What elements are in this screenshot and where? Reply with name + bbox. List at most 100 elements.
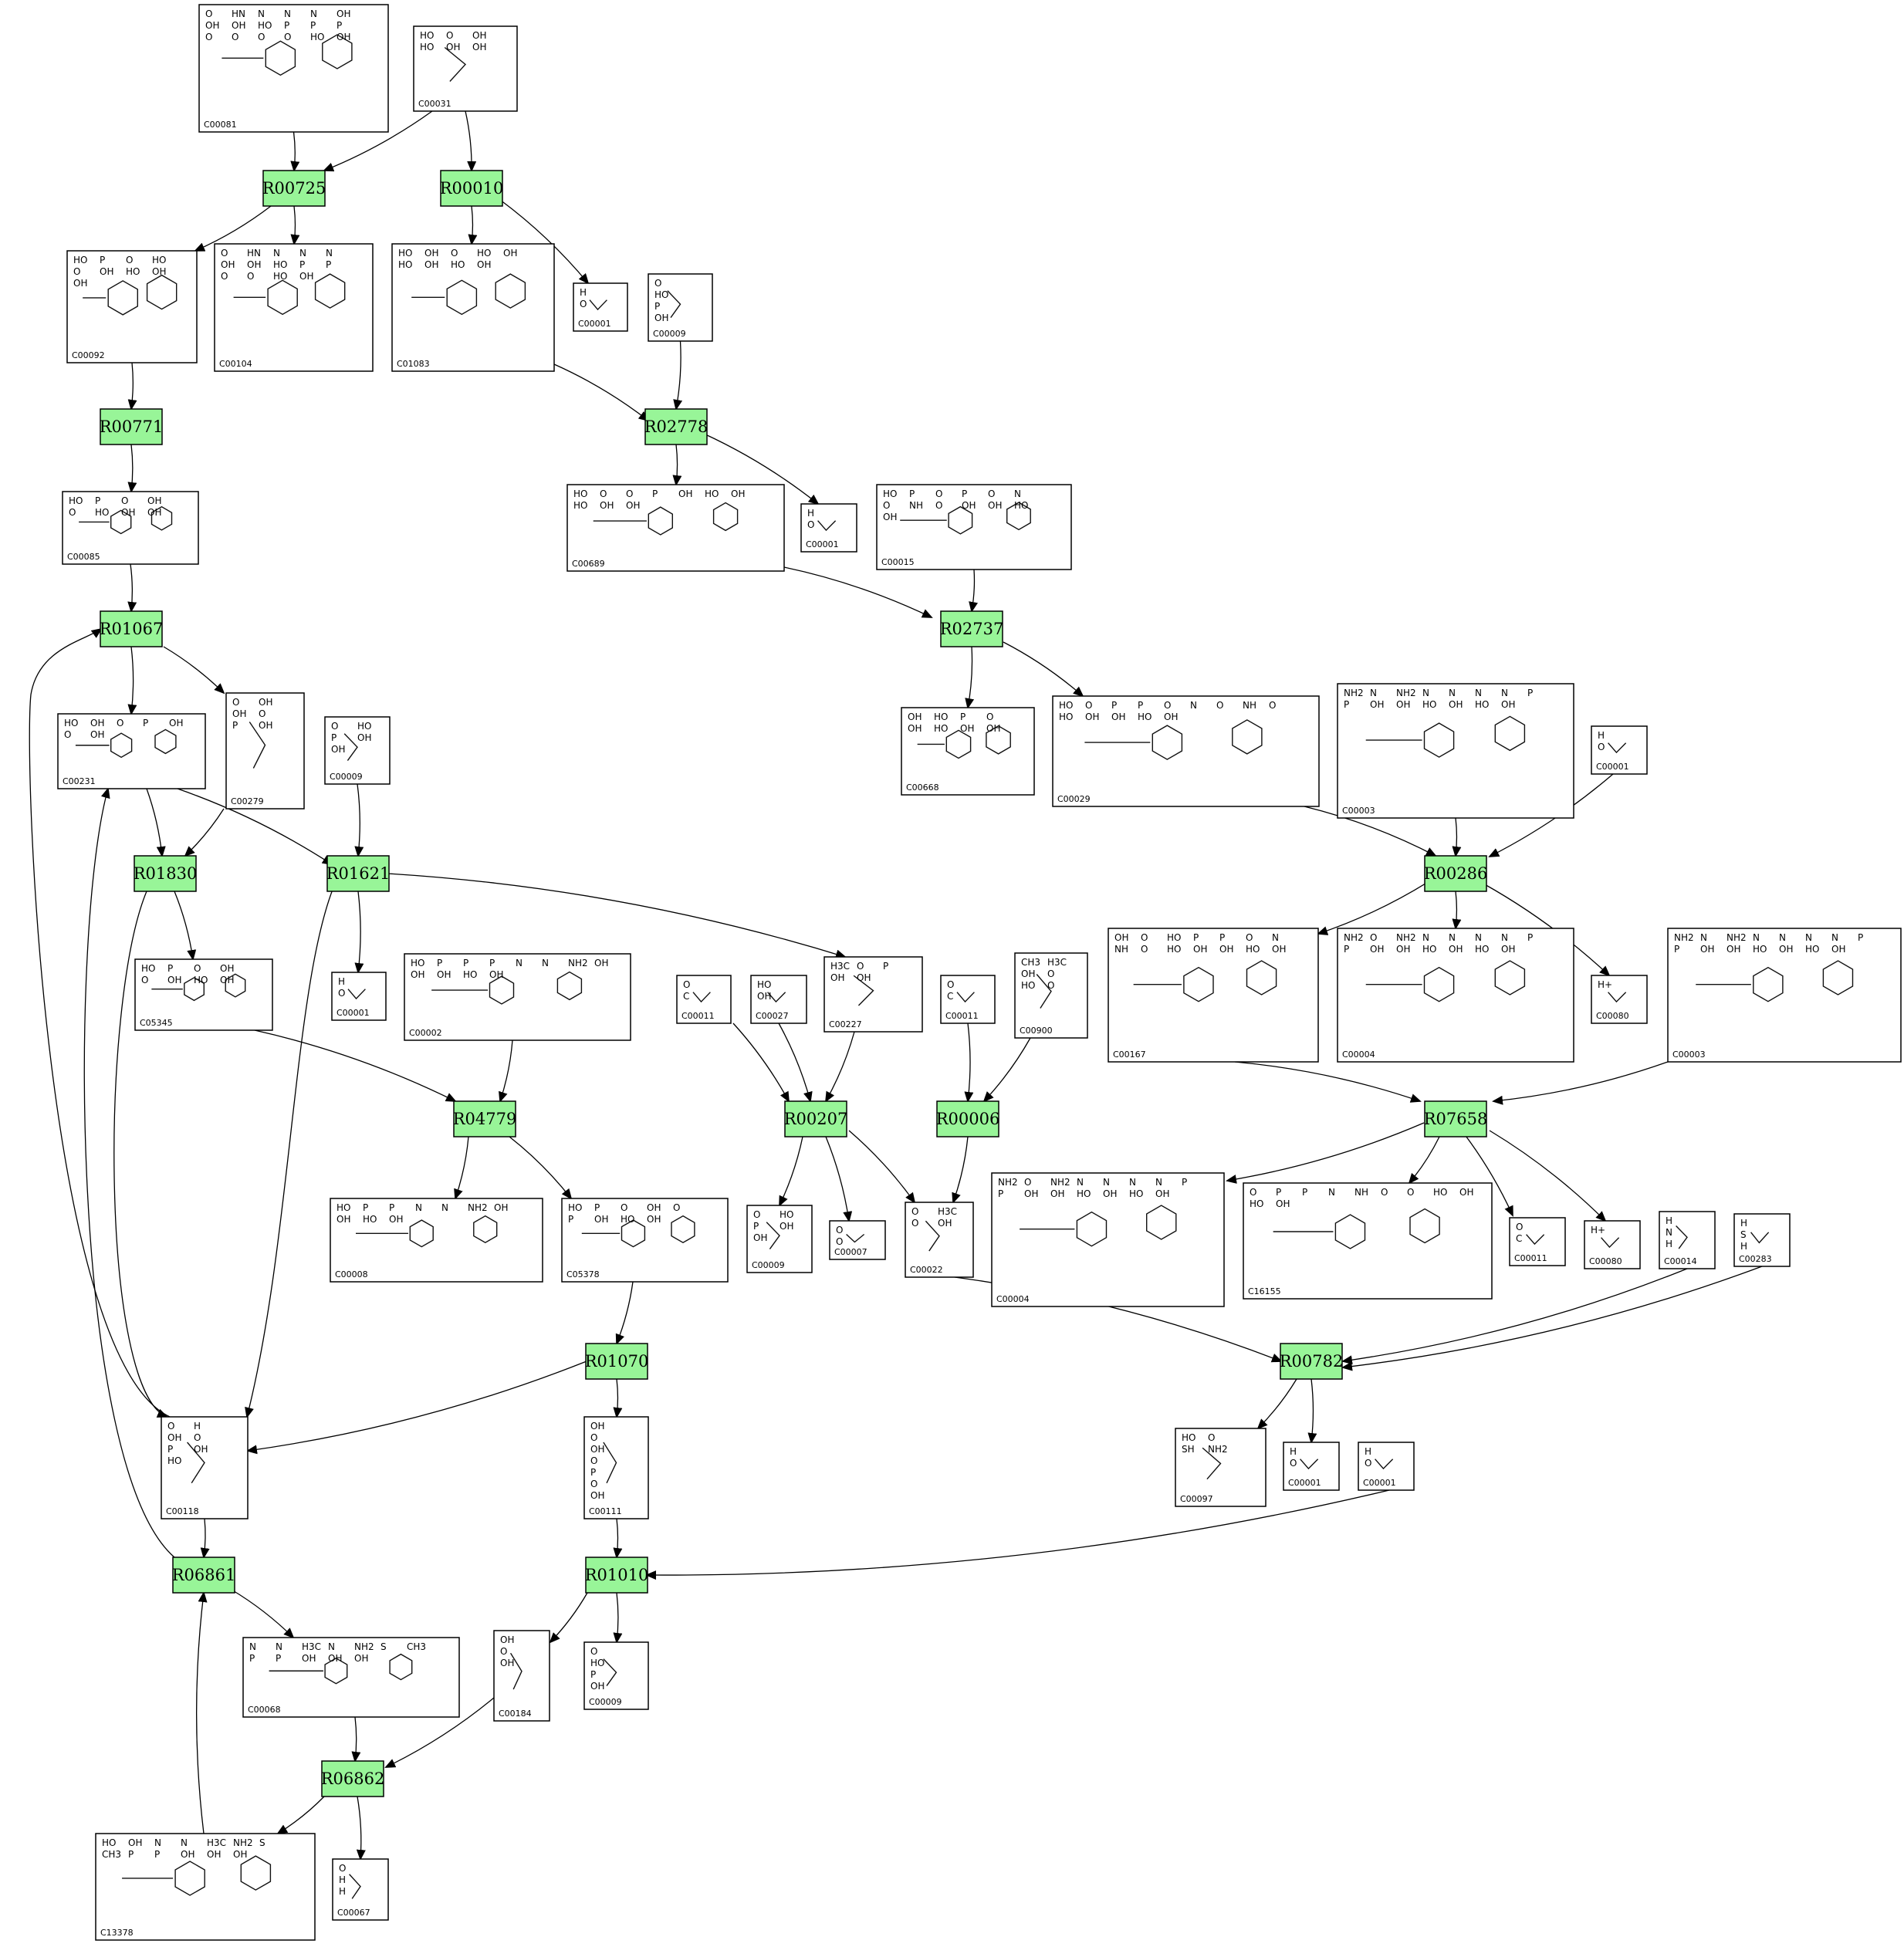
reaction-r00006[interactable]: R00006 <box>936 1100 1000 1137</box>
reaction-r00771[interactable]: R00771 <box>100 408 164 445</box>
atom-label: P <box>154 1849 160 1860</box>
reaction-r07658[interactable]: R07658 <box>1424 1100 1488 1137</box>
atom-label: O <box>167 1421 174 1432</box>
ring-bond <box>389 1653 413 1681</box>
reaction-r01070[interactable]: R01070 <box>585 1343 649 1380</box>
atom-label: OH <box>960 723 974 734</box>
reaction-r04779[interactable]: R04779 <box>453 1100 517 1137</box>
atom-label: OH <box>1219 944 1233 955</box>
atom-label: P <box>962 488 967 499</box>
reaction-edge <box>549 1592 588 1644</box>
reaction-r00286[interactable]: R00286 <box>1424 855 1488 892</box>
atom-label: N <box>273 248 280 259</box>
reaction-r06861[interactable]: R06861 <box>172 1557 236 1594</box>
compound-id-label: C00104 <box>219 359 252 369</box>
atom-label: OH <box>500 1634 514 1645</box>
compound-c00080[interactable]: H+C00080 <box>1584 1220 1641 1269</box>
reaction-edge <box>982 1037 1031 1103</box>
reaction-r01010[interactable]: R01010 <box>585 1557 649 1594</box>
reaction-r00725[interactable]: R00725 <box>262 170 326 207</box>
atom-label: O <box>446 30 453 41</box>
reaction-edge <box>231 1589 295 1639</box>
atom-label: HO <box>411 958 424 968</box>
atom-label: OH <box>647 1202 661 1213</box>
reaction-r00207[interactable]: R00207 <box>784 1100 848 1137</box>
atom-label: HO <box>152 255 166 265</box>
atom-label: OH <box>600 500 614 511</box>
reaction-r02737[interactable]: R02737 <box>940 610 1004 647</box>
reaction-r00782[interactable]: R00782 <box>1280 1343 1344 1380</box>
atom-label: HO <box>398 259 412 270</box>
reaction-id-label: R06861 <box>172 1566 236 1584</box>
reaction-edge <box>613 1592 623 1644</box>
reaction-r01067[interactable]: R01067 <box>100 610 164 647</box>
reaction-edge <box>499 1039 513 1103</box>
atom-label: N <box>276 1641 282 1652</box>
compound-c00080[interactable]: H+C00080 <box>1591 975 1648 1024</box>
atom-label: N <box>154 1837 161 1848</box>
reaction-r01830[interactable]: R01830 <box>134 855 198 892</box>
atom-label: O <box>673 1202 680 1213</box>
atom-label: OH <box>654 313 668 323</box>
reaction-r02778[interactable]: R02778 <box>644 408 709 445</box>
atom-label: OH <box>167 1432 181 1443</box>
atom-label: OH <box>152 266 166 277</box>
reaction-r01621[interactable]: R01621 <box>326 855 391 892</box>
compound-id-label: C00029 <box>1057 794 1091 804</box>
reaction-r06862[interactable]: R06862 <box>321 1760 385 1797</box>
atom-label: OH <box>207 1849 221 1860</box>
atom-label: OH <box>232 708 246 719</box>
reaction-r00010[interactable]: R00010 <box>440 170 504 207</box>
atom-label: CH3 <box>1021 957 1040 968</box>
